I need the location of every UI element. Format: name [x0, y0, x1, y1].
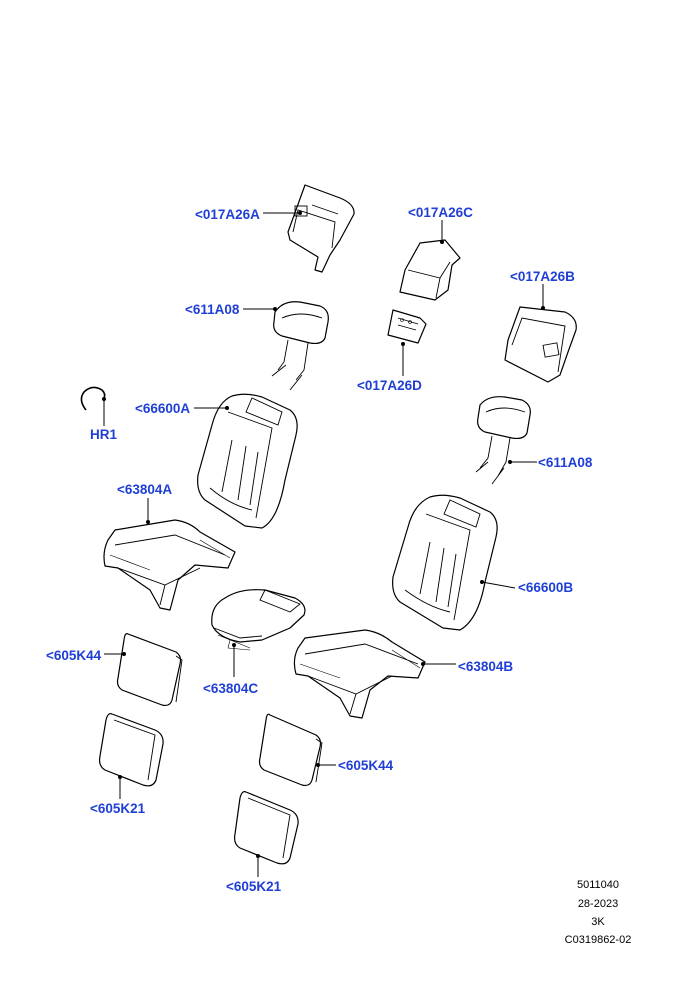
reference-line-2: 28-2023 — [578, 898, 618, 910]
pad-605K21-right[interactable] — [233, 791, 299, 865]
callout-labels: <017A26A <017A26C <017A26B <017A26D <611… — [46, 205, 593, 894]
reference-line-1: 5011040 — [577, 879, 619, 891]
callout-605K21-left[interactable]: <605K21 — [90, 801, 146, 816]
cushion-pad-63804C[interactable] — [211, 589, 306, 651]
callout-017A26D[interactable]: <017A26D — [357, 378, 422, 393]
callout-66600B[interactable]: <66600B — [518, 580, 573, 595]
backrest-panel-017A26B[interactable] — [504, 306, 577, 383]
callout-63804A[interactable]: <63804A — [117, 482, 172, 497]
reference-line-3: 3K — [591, 916, 605, 928]
backrest-66600A[interactable] — [197, 393, 298, 529]
callout-63804C[interactable]: <63804C — [203, 681, 258, 696]
callout-605K21-right[interactable]: <605K21 — [226, 879, 282, 894]
callout-017A26A[interactable]: <017A26A — [195, 207, 260, 222]
hook-HR1[interactable] — [80, 386, 106, 411]
callout-017A26C[interactable]: <017A26C — [408, 205, 473, 220]
callout-66600A[interactable]: <66600A — [135, 401, 190, 416]
callout-605K44-right[interactable]: <605K44 — [338, 758, 394, 773]
backrest-66600B[interactable] — [392, 494, 498, 631]
seat-cushion-63804A[interactable] — [103, 519, 236, 611]
callout-HR1[interactable]: HR1 — [90, 427, 117, 442]
pad-605K44-left[interactable] — [116, 633, 183, 707]
backrest-panel-017A26A[interactable] — [287, 184, 355, 273]
callout-017A26B[interactable]: <017A26B — [510, 269, 575, 284]
seat-cushion-63804B[interactable] — [293, 629, 426, 719]
headrest-611A08-left[interactable] — [271, 301, 329, 391]
callout-611A08-left[interactable]: <611A08 — [185, 302, 240, 317]
reference-block: 5011040 28-2023 3K C0319862-02 — [565, 879, 632, 946]
pad-605K44-right[interactable] — [258, 713, 323, 787]
trim-cover-017A26C[interactable] — [399, 239, 461, 301]
callout-611A08-right[interactable]: <611A08 — [538, 455, 593, 470]
reference-line-4: C0319862-02 — [565, 934, 632, 946]
bracket-017A26D[interactable] — [387, 309, 427, 344]
pad-605K21-left[interactable] — [98, 713, 164, 787]
callout-605K44-left[interactable]: <605K44 — [46, 648, 102, 663]
headrest-611A08-right[interactable] — [475, 396, 531, 485]
callout-63804B[interactable]: <63804B — [458, 659, 513, 674]
leader-lines — [102, 211, 545, 877]
